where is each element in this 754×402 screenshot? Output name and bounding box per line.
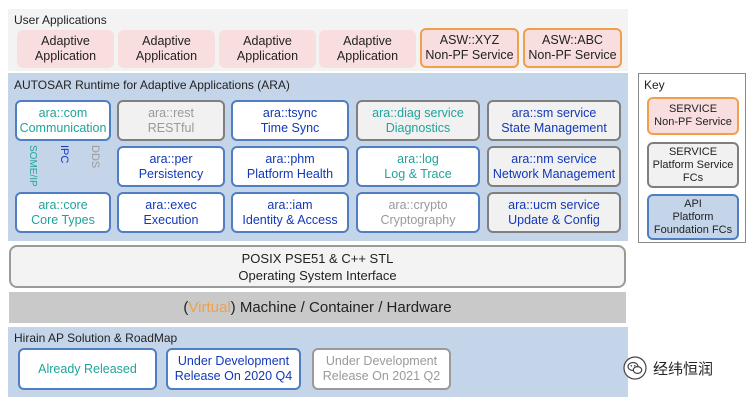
roadmap-dev-2020: Under Development Release On 2020 Q4 xyxy=(166,348,301,390)
posix-subtitle: Operating System Interface xyxy=(238,267,397,283)
app-label: Application xyxy=(34,49,97,63)
app-label: ASW::XYZ xyxy=(439,33,500,47)
virtual-label: Virtual xyxy=(188,299,231,316)
posix-os-interface: POSIX PSE51 & C++ STL Operating System I… xyxy=(9,245,626,288)
app-label: Adaptive xyxy=(142,34,191,48)
fc-desc: Cryptography xyxy=(380,212,456,227)
app-label: Adaptive xyxy=(343,34,392,48)
fc-desc: Platform Health xyxy=(246,166,334,181)
key-label: Non-PF Service xyxy=(654,116,732,128)
fc-desc: Time Sync xyxy=(260,120,320,135)
wechat-icon xyxy=(623,356,647,380)
fc-desc: Persistency xyxy=(138,166,204,181)
ara-sm-box: ara::sm service State Management xyxy=(487,100,621,141)
app-label: Adaptive xyxy=(41,34,90,48)
fc-name: ara::log xyxy=(397,151,439,166)
fc-name: ara::com xyxy=(38,105,88,120)
posix-title: POSIX PSE51 & C++ STL xyxy=(241,250,394,266)
key-label: SERVICE xyxy=(668,145,718,158)
dds-label: DDS xyxy=(89,145,101,169)
paren-open: ( xyxy=(183,299,189,316)
asw-xyz-service: ASW::XYZ Non-PF Service xyxy=(420,28,519,68)
someip-label: SOME/IP xyxy=(27,145,38,187)
fc-desc: Core Types xyxy=(31,212,95,227)
adaptive-application-2: Adaptive Application xyxy=(118,30,215,68)
roadmap-label: Release On 2020 Q4 xyxy=(174,369,293,383)
watermark-text: 经纬恒润 xyxy=(653,360,714,378)
fc-desc: Identity & Access xyxy=(242,212,338,227)
fc-name: ara::sm service xyxy=(511,105,597,120)
machine-label: ) Machine / Container / Hardware xyxy=(230,299,452,316)
fc-name: ara::core xyxy=(38,197,88,212)
key-label: Platform xyxy=(672,210,714,223)
fc-name: ara::exec xyxy=(145,197,197,212)
ara-exec-box: ara::exec Execution xyxy=(117,192,225,233)
app-label: Adaptive xyxy=(243,34,292,48)
fc-name: ara::rest xyxy=(148,105,194,120)
roadmap-label: Under Development xyxy=(325,354,438,368)
ara-title: AUTOSAR Runtime for Adaptive Application… xyxy=(14,78,290,92)
fc-desc: Network Management xyxy=(492,166,616,181)
ipc-label: IPC xyxy=(58,145,70,164)
ara-phm-box: ara::phm Platform Health xyxy=(231,146,349,187)
fc-name: ara::crypto xyxy=(388,197,448,212)
fc-desc: State Management xyxy=(501,120,607,135)
fc-desc: Update & Config xyxy=(508,212,600,227)
key-non-pf-service: SERVICE Non-PF Service xyxy=(647,97,739,135)
key-platform-service: SERVICE Platform Service FCs xyxy=(647,142,739,188)
key-label: API xyxy=(684,197,702,210)
key-label: FCs xyxy=(682,171,704,184)
ara-tsync-box: ara::tsync Time Sync xyxy=(231,100,349,141)
app-label: Application xyxy=(236,49,299,63)
ara-ucm-box: ara::ucm service Update & Config xyxy=(487,192,621,233)
roadmap-label: Release On 2021 Q2 xyxy=(322,369,441,383)
app-label: Non-PF Service xyxy=(425,48,514,62)
fc-name: ara::tsync xyxy=(262,105,318,120)
ara-core-box: ara::core Core Types xyxy=(15,192,111,233)
fc-desc: Log & Trace xyxy=(384,166,452,181)
fc-desc: Diagnostics xyxy=(385,120,451,135)
key-label: Foundation FCs xyxy=(653,223,733,236)
fc-desc: RESTful xyxy=(147,120,195,135)
key-label: Platform Service xyxy=(652,158,734,171)
roadmap-label: Already Released xyxy=(38,361,137,376)
ara-diag-box: ara::diag service Diagnostics xyxy=(356,100,480,141)
adaptive-application-1: Adaptive Application xyxy=(17,30,114,68)
fc-desc: Execution xyxy=(143,212,199,227)
roadmap-title: Hirain AP Solution & RoadMap xyxy=(14,331,178,345)
adaptive-application-4: Adaptive Application xyxy=(319,30,416,68)
app-label: Application xyxy=(336,49,399,63)
ara-com-box: ara::com Communication xyxy=(15,100,111,141)
app-label: Non-PF Service xyxy=(528,48,617,62)
ara-rest-box: ara::rest RESTful xyxy=(117,100,225,141)
fc-name: ara::phm xyxy=(265,151,315,166)
ara-per-box: ara::per Persistency xyxy=(117,146,225,187)
roadmap-label: Under Development xyxy=(177,354,290,368)
fc-name: ara::per xyxy=(149,151,193,166)
app-label: ASW::ABC xyxy=(542,33,603,47)
roadmap-dev-2021: Under Development Release On 2021 Q2 xyxy=(312,348,451,390)
fc-desc: Communication xyxy=(19,120,107,135)
asw-abc-service: ASW::ABC Non-PF Service xyxy=(523,28,622,68)
fc-name: ara::diag service xyxy=(372,105,464,120)
watermark: 经纬恒润 xyxy=(623,356,713,380)
fc-name: ara::nm service xyxy=(511,151,597,166)
key-title: Key xyxy=(644,78,665,92)
user-applications-title: User Applications xyxy=(14,13,107,27)
app-label: Application xyxy=(135,49,198,63)
ara-iam-box: ara::iam Identity & Access xyxy=(231,192,349,233)
ara-log-box: ara::log Log & Trace xyxy=(356,146,480,187)
fc-name: ara::iam xyxy=(267,197,313,212)
roadmap-released: Already Released xyxy=(18,348,157,390)
adaptive-application-3: Adaptive Application xyxy=(219,30,316,68)
key-label: SERVICE xyxy=(668,103,718,115)
machine-container-hardware: (Virtual) Machine / Container / Hardware xyxy=(9,292,626,323)
ara-crypto-box: ara::crypto Cryptography xyxy=(356,192,480,233)
fc-name: ara::ucm service xyxy=(508,197,600,212)
key-foundation-api: API Platform Foundation FCs xyxy=(647,194,739,240)
ara-nm-box: ara::nm service Network Management xyxy=(487,146,621,187)
